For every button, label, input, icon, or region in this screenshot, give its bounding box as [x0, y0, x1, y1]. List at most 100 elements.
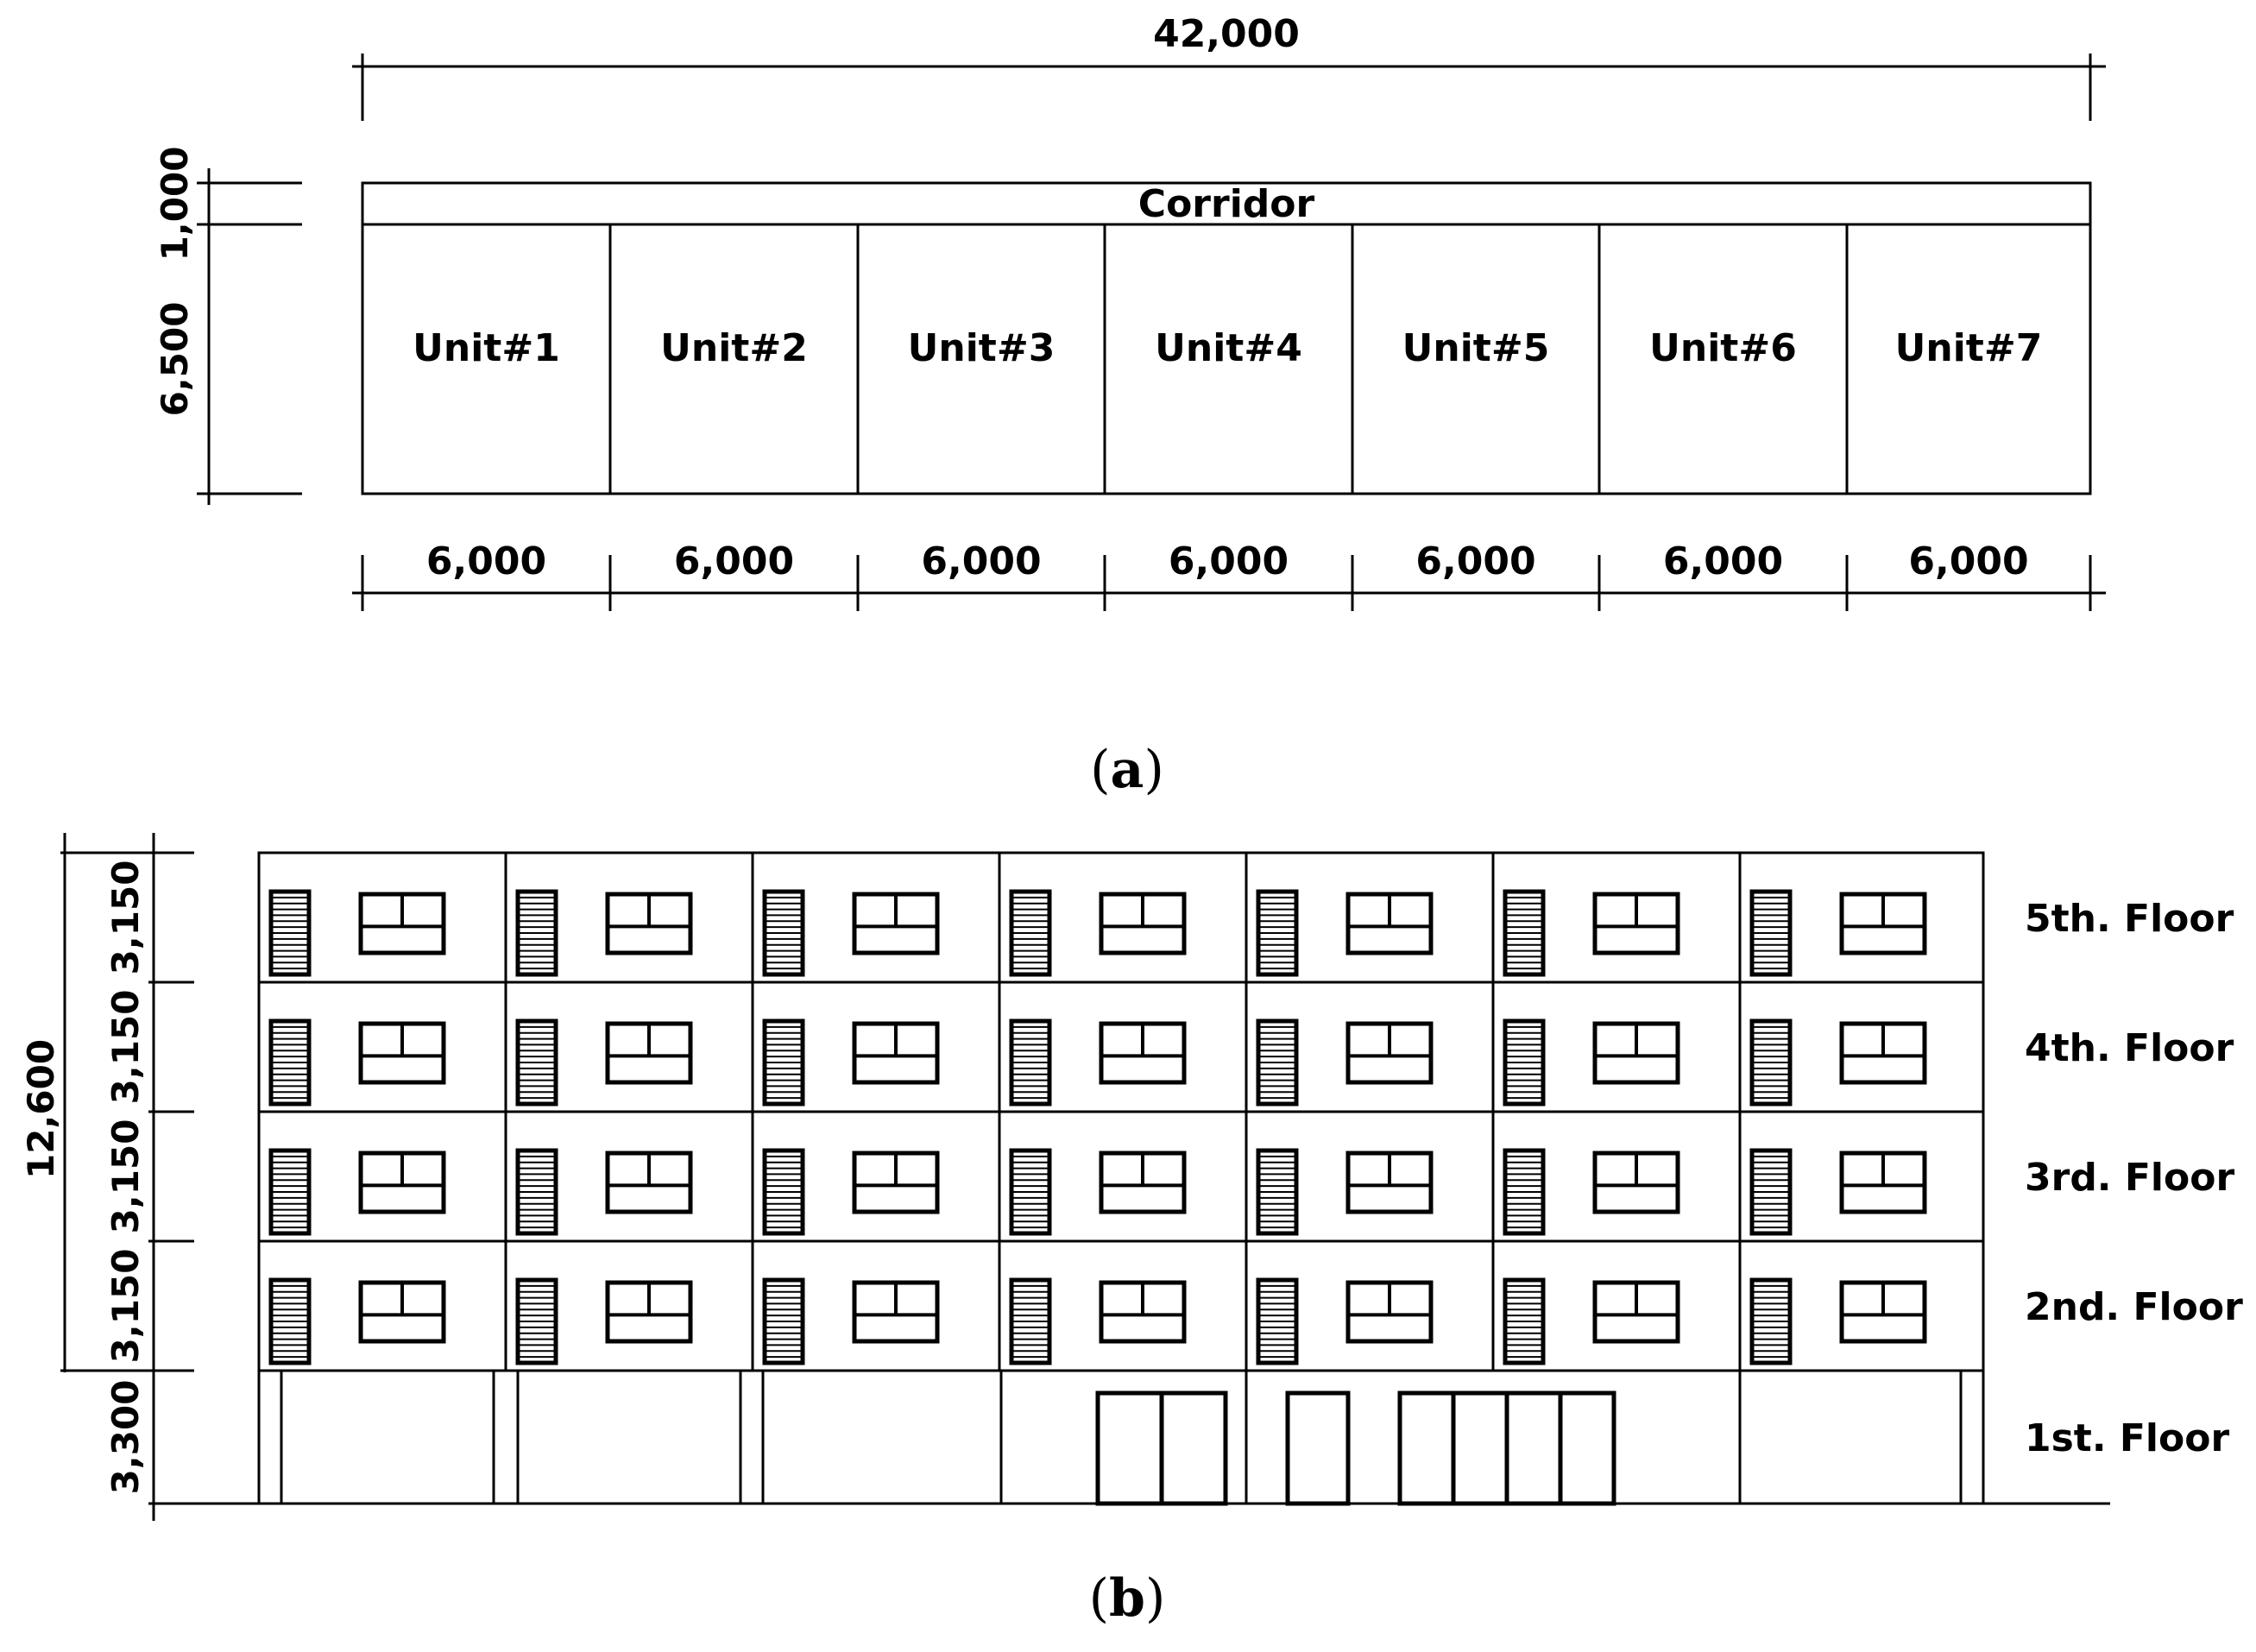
louvered-door: [515, 889, 558, 977]
louvered-door: [268, 1018, 312, 1107]
louvered-door: [268, 1148, 312, 1236]
unit-depth-label: 6,500: [154, 302, 196, 417]
window: [1839, 1021, 1927, 1085]
floor-label: 3rd. Floor: [2025, 1156, 2234, 1200]
plan-outline: [361, 181, 2092, 495]
window: [852, 1280, 940, 1344]
window: [1099, 1151, 1187, 1214]
window: [605, 1280, 693, 1344]
floor-label: 5th. Floor: [2025, 897, 2234, 941]
louvered-door: [1749, 889, 1793, 977]
window: [1345, 1280, 1434, 1344]
louvered-door: [762, 889, 805, 977]
window: [358, 1151, 446, 1214]
window: [1345, 1021, 1434, 1085]
louvered-door: [1256, 1018, 1299, 1107]
unit-label: Unit#5: [1402, 326, 1550, 370]
corridor-label: Corridor: [1138, 182, 1315, 226]
louvered-door: [762, 1148, 805, 1236]
floor-plan: 42,000 1,000 6,500 Corridor Unit#1 Unit#2…: [154, 12, 2106, 800]
window: [1839, 1151, 1927, 1214]
louvered-door: [515, 1018, 558, 1107]
louvered-door: [1256, 889, 1299, 977]
caption-b: (b): [1089, 1568, 1166, 1629]
unit-label: Unit#2: [660, 326, 808, 370]
window: [852, 892, 940, 955]
entrance-door-unit5: [1285, 1390, 1351, 1506]
window: [358, 892, 446, 955]
window: [605, 1151, 693, 1214]
depth-dimension: [197, 168, 302, 505]
caption-a: (a): [1090, 740, 1164, 800]
overall-length-label: 42,000: [1153, 12, 1300, 56]
elevation-frame: [60, 833, 2110, 1521]
window: [1592, 1280, 1680, 1344]
window: [358, 1280, 446, 1344]
floor-label: 1st. Floor: [2025, 1416, 2229, 1460]
ground-floor: [280, 1371, 1963, 1504]
total-height-label: 12,600: [20, 1039, 62, 1179]
unit-width-dimensions: 6,000 6,000 6,000 6,000 6,000 6,000 6,000: [361, 539, 2092, 611]
overall-length-dimension: [352, 54, 2106, 121]
unit-width-label: 6,000: [1908, 539, 2028, 583]
unit-label: Unit#4: [1155, 326, 1302, 370]
window: [1099, 1021, 1187, 1085]
window: [605, 1021, 693, 1085]
louvered-door: [1009, 1018, 1052, 1107]
louvered-door: [268, 1277, 312, 1365]
floor-height-label: 3,150: [104, 990, 147, 1105]
front-elevation: 12,600 5th. Floor 3,150 4th. Floor 3,150 3rd…: [20, 833, 2243, 1629]
floor-height-label: 3,150: [104, 1249, 147, 1364]
unit-width-label: 6,000: [1663, 539, 1783, 583]
window: [852, 1021, 940, 1085]
window: [1839, 1280, 1927, 1344]
window: [852, 1151, 940, 1214]
louvered-door: [1503, 889, 1546, 977]
louvered-door: [1749, 1277, 1793, 1365]
unit-width-label: 6,000: [921, 539, 1041, 583]
window: [1099, 1280, 1187, 1344]
unit-width-label: 6,000: [1415, 539, 1535, 583]
window: [1345, 892, 1434, 955]
unit-label: Unit#3: [908, 326, 1056, 370]
louvered-door: [1503, 1277, 1546, 1365]
entrance-door-unit4: [1095, 1390, 1228, 1506]
unit-label: Unit#1: [413, 326, 560, 370]
floor-labels: 5th. Floor 3,150 4th. Floor 3,150 3rd. Floor…: [104, 861, 2243, 1495]
floor-label: 2nd. Floor: [2025, 1285, 2243, 1329]
window: [1099, 892, 1187, 955]
louvered-door: [1009, 1277, 1052, 1365]
louvered-door: [1749, 1148, 1793, 1236]
louvered-door: [1009, 1148, 1052, 1236]
window: [1592, 1151, 1680, 1214]
louvered-door: [515, 1277, 558, 1365]
storefront-unit5: [1397, 1390, 1616, 1506]
louvered-door: [1009, 889, 1052, 977]
floor-height-label: 3,150: [104, 1119, 147, 1234]
louvered-door: [1503, 1148, 1546, 1236]
floor-height-label: 3,300: [104, 1380, 147, 1495]
window: [358, 1021, 446, 1085]
louvered-door: [1503, 1018, 1546, 1107]
window: [1592, 1021, 1680, 1085]
louvered-door: [762, 1277, 805, 1365]
louvered-door: [1256, 1148, 1299, 1236]
louvered-door: [1749, 1018, 1793, 1107]
louvered-door: [268, 889, 312, 977]
window: [1592, 892, 1680, 955]
window: [1345, 1151, 1434, 1214]
louvered-door: [762, 1018, 805, 1107]
unit-width-label: 6,000: [1169, 539, 1289, 583]
corridor-depth-label: 1,000: [154, 147, 196, 262]
unit-width-label: 6,000: [674, 539, 794, 583]
unit-label: Unit#6: [1649, 326, 1797, 370]
louvered-door: [1256, 1277, 1299, 1365]
elevation-bays: [268, 853, 1927, 1371]
louvered-door: [515, 1148, 558, 1236]
window: [1839, 892, 1927, 955]
window: [605, 892, 693, 955]
floor-label: 4th. Floor: [2025, 1026, 2234, 1070]
unit-width-label: 6,000: [426, 539, 546, 583]
